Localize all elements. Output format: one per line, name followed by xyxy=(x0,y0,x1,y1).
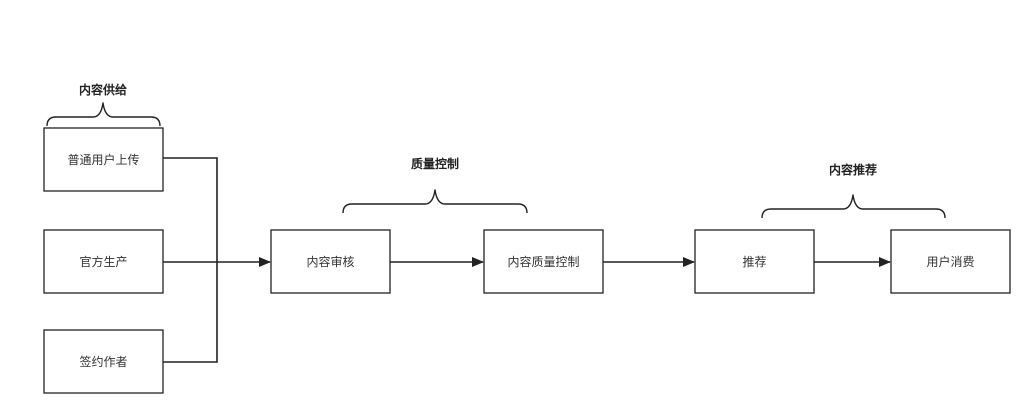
group-content-supply: 内容供给 xyxy=(46,82,161,127)
node-box xyxy=(43,127,164,192)
node-box xyxy=(43,229,164,294)
edge-contracted-to-review xyxy=(163,262,218,363)
node-box xyxy=(270,229,391,294)
node-ugc-upload: 普通用户上传 xyxy=(43,127,164,192)
brace-content-supply xyxy=(46,102,161,127)
node-label: 用户消费 xyxy=(926,254,974,269)
node-recommend: 推荐 xyxy=(694,229,815,294)
node-official-production: 官方生产 xyxy=(43,229,164,294)
connector-sources xyxy=(163,157,271,363)
group-label-content-recommend: 内容推荐 xyxy=(829,162,877,177)
node-contracted-author: 签约作者 xyxy=(43,329,164,394)
node-label: 内容审核 xyxy=(306,254,354,269)
node-box xyxy=(483,229,604,294)
node-user-consumption: 用户消费 xyxy=(890,229,1011,294)
group-label-content-supply: 内容供给 xyxy=(79,82,127,97)
group-label-quality-control: 质量控制 xyxy=(411,156,459,171)
node-label: 普通用户上传 xyxy=(67,152,139,167)
node-content-review: 内容审核 xyxy=(270,229,391,294)
edge-ugc-to-review xyxy=(163,157,218,262)
brace-quality-control xyxy=(342,189,528,214)
node-label: 签约作者 xyxy=(79,354,127,369)
node-label: 内容质量控制 xyxy=(507,254,579,269)
node-box xyxy=(890,229,1011,294)
node-content-quality-control: 内容质量控制 xyxy=(483,229,604,294)
group-quality-control: 质量控制 xyxy=(342,156,528,214)
node-box xyxy=(43,329,164,394)
node-label: 官方生产 xyxy=(79,254,127,269)
group-content-recommend: 内容推荐 xyxy=(761,162,946,219)
node-box xyxy=(694,229,815,294)
node-label: 推荐 xyxy=(742,255,766,269)
brace-content-recommend xyxy=(761,194,946,219)
